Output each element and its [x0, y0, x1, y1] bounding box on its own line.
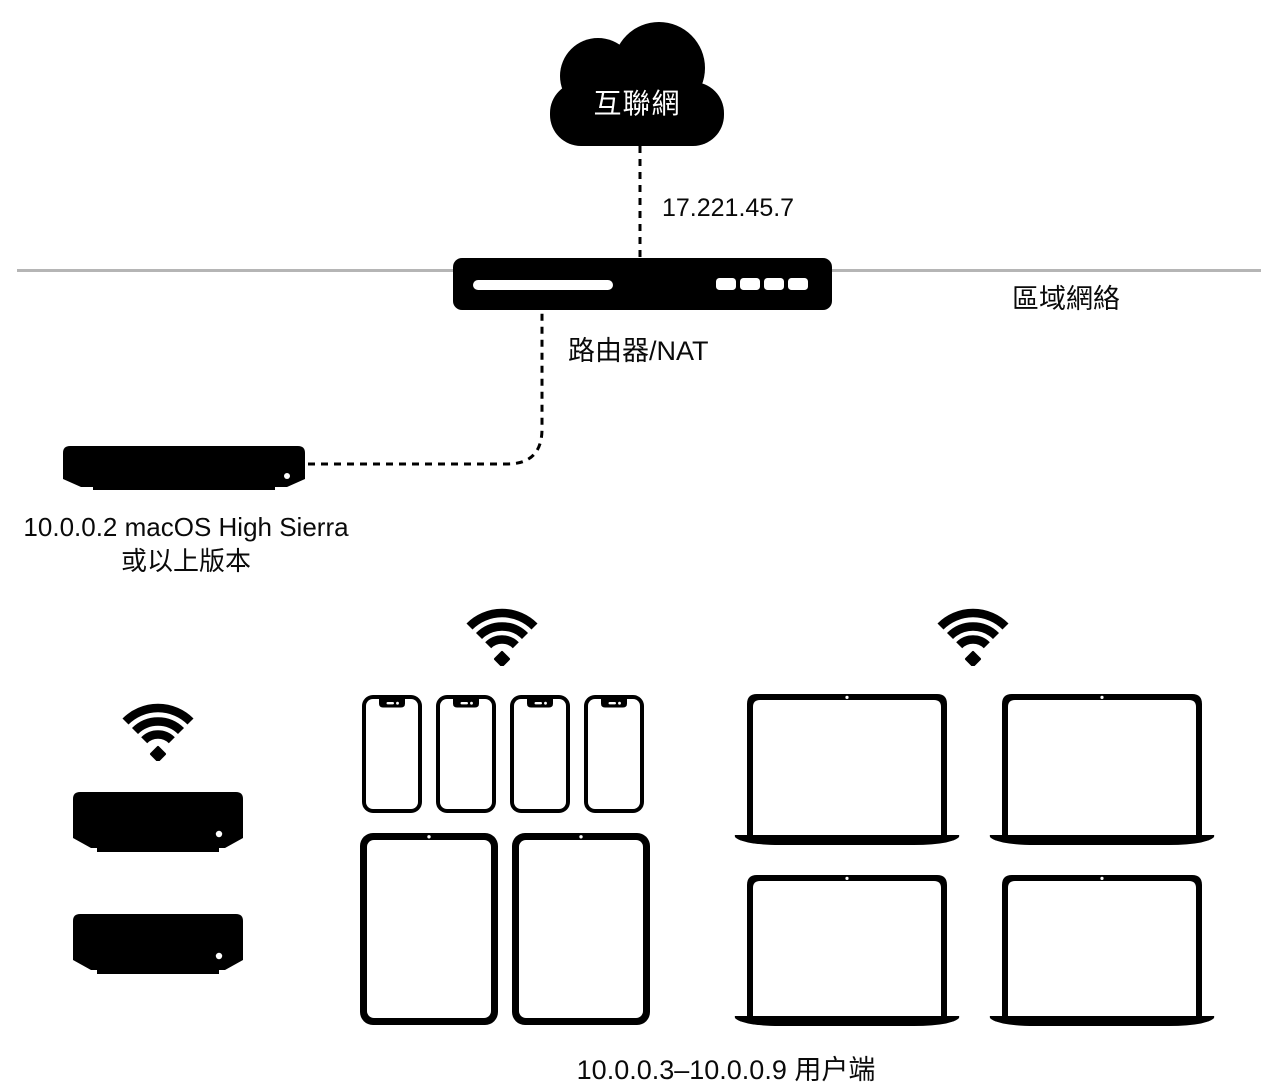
server-label-line1: 10.0.0.2 macOS High Sierra	[23, 512, 349, 542]
mac-mini-icon	[73, 914, 243, 975]
router-label: 路由器/NAT	[568, 336, 709, 366]
internet-router-connector	[638, 146, 642, 260]
macbook-icon	[987, 694, 1217, 846]
server-label-line2: 或以上版本	[120, 546, 251, 576]
iphone-icon	[510, 695, 570, 813]
internet-label: 互聯網	[593, 88, 681, 119]
wifi-icon	[117, 699, 199, 761]
iphone-icon	[436, 695, 496, 813]
internet-cloud-icon	[550, 22, 724, 146]
wifi-icon	[461, 604, 543, 666]
ipad-icon	[512, 833, 650, 1025]
iphone-icon	[362, 695, 422, 813]
lan-label: 區域網絡	[1012, 284, 1120, 314]
mac-mini-icon	[73, 792, 243, 853]
server-label: 10.0.0.2 macOS High Sierra 或以上版本	[5, 510, 367, 578]
macbook-icon	[732, 694, 962, 846]
server-mac-mini-icon	[63, 446, 305, 490]
iphone-icon	[584, 695, 644, 813]
router-server-connector	[308, 310, 544, 466]
ipad-icon	[360, 833, 498, 1025]
public-ip-label: 17.221.45.7	[662, 194, 795, 222]
clients-range-label: 10.0.0.3–10.0.0.9 用户端	[576, 1055, 876, 1085]
wifi-icon	[932, 604, 1014, 666]
macbook-icon	[987, 875, 1217, 1027]
router-icon	[453, 258, 832, 310]
macbook-icon	[732, 875, 962, 1027]
